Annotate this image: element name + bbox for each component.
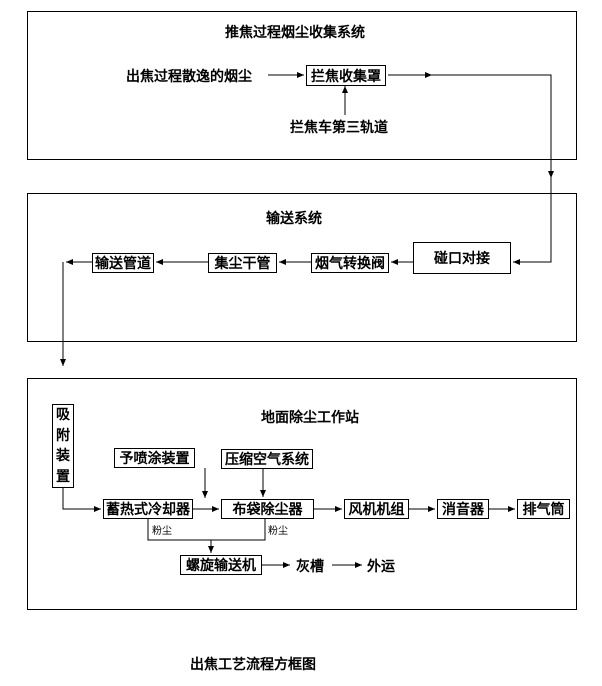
coke-guide-hood-box: 拦焦收集罩 <box>306 65 386 86</box>
transport-pipe-box: 输送管道 <box>92 253 154 273</box>
arrow-adsorb-to-cooler <box>62 488 101 512</box>
transport-system-title: 输送系统 <box>266 211 322 227</box>
dust-label-bagfilter: 粉尘 <box>268 526 288 537</box>
compressed-air-box: 压缩空气系统 <box>221 449 313 469</box>
dust-line-bagfilter <box>211 519 266 541</box>
silencer-box: 消音器 <box>437 499 489 519</box>
link-into-docking <box>513 178 552 265</box>
fan-unit-box: 风机机组 <box>344 499 409 519</box>
ground-dedusting-station-frame <box>27 378 577 610</box>
exhaust-chimney-box: 排气筒 <box>517 499 570 519</box>
collection-system-frame <box>27 11 577 160</box>
adsorb-char-2: 附 <box>56 427 70 444</box>
dust-main-pipe-box: 集尘干管 <box>208 253 277 273</box>
smoke-source-label: 出焦过程散逸的烟尘 <box>126 69 252 85</box>
flue-valve-box: 烟气转换阀 <box>311 253 389 273</box>
adsorb-char-4: 置 <box>56 468 70 485</box>
third-rail-label: 拦焦车第三轨道 <box>290 120 388 136</box>
diagram-caption: 出焦工艺流程方框图 <box>190 657 316 673</box>
screw-conveyor-box: 螺旋输送机 <box>180 555 262 575</box>
prespray-device-box: 予喷涂装置 <box>114 448 195 468</box>
adsorb-char-3: 装 <box>56 448 70 465</box>
link-collection-to-transport <box>432 74 554 178</box>
ash-tank-label: 灰槽 <box>296 559 324 575</box>
bag-filter-box: 布袋除尘器 <box>221 499 314 519</box>
regenerative-cooler-box: 蓄热式冷却器 <box>103 499 193 519</box>
ship-out-label: 外运 <box>367 559 395 575</box>
adsorption-device-box: 吸 附 装 置 <box>52 404 74 488</box>
adsorb-char-1: 吸 <box>56 407 70 424</box>
docking-box: 碰口对接 <box>413 242 511 274</box>
dust-line-cooler <box>147 519 211 541</box>
collection-system-title: 推焦过程烟尘收集系统 <box>225 25 365 41</box>
dust-label-cooler: 粉尘 <box>152 526 172 537</box>
ground-station-title: 地面除尘工作站 <box>261 410 359 426</box>
